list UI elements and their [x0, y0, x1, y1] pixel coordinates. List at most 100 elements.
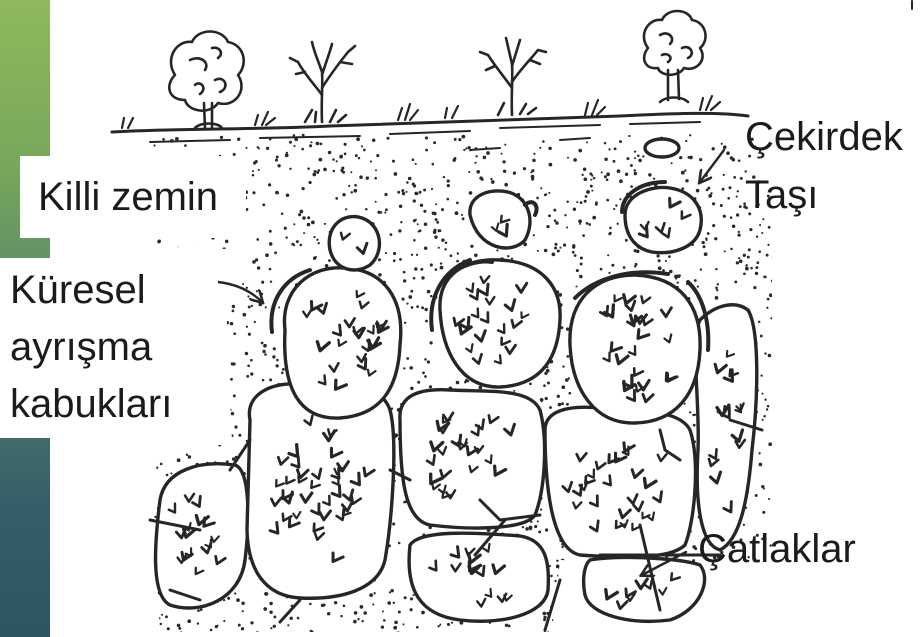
soil-dot: [769, 610, 771, 612]
soil-dot: [260, 292, 263, 295]
soil-dot: [736, 196, 738, 198]
soil-dot: [186, 454, 189, 457]
soil-dot: [700, 616, 702, 618]
soil-dot: [628, 135, 630, 137]
soil-dot: [766, 254, 769, 257]
soil-dot: [554, 243, 557, 246]
soil-dot: [455, 211, 459, 215]
soil-dot: [390, 233, 393, 236]
soil-dot: [206, 442, 210, 446]
soil-dot: [737, 190, 739, 192]
soil-dot: [162, 138, 165, 141]
soil-dot: [146, 542, 149, 545]
soil-dot: [270, 627, 272, 629]
cracks-label-text: Çatlaklar: [698, 520, 856, 578]
soil-dot: [773, 447, 777, 451]
soil-dot: [261, 342, 264, 345]
soil-dot: [382, 610, 384, 612]
soil-dot: [401, 189, 404, 192]
soil-dot: [774, 411, 777, 414]
soil-dot: [608, 272, 610, 274]
soil-dot: [269, 602, 272, 605]
soil-dot: [758, 321, 760, 323]
soil-dot: [302, 134, 305, 137]
soil-dot: [773, 447, 776, 450]
soil-dot: [540, 187, 542, 189]
soil-dot: [344, 153, 347, 156]
soil-dot: [356, 137, 360, 141]
tree-branches: [480, 38, 546, 88]
soil-dot: [523, 167, 526, 170]
soil-dot: [170, 452, 172, 454]
soil-dot: [775, 271, 779, 275]
soil-dot: [380, 211, 383, 214]
soil-dot: [228, 278, 232, 282]
soil-dot: [733, 589, 736, 592]
soil-dot: [540, 508, 542, 510]
soil-dot: [246, 326, 248, 328]
soil-dot: [592, 216, 596, 220]
soil-dot: [398, 542, 401, 545]
soil-dot: [579, 223, 581, 225]
soil-dot: [256, 146, 258, 148]
soil-dot: [277, 164, 280, 167]
soil-dot: [234, 425, 237, 428]
soil-dot: [503, 170, 506, 173]
soil-dot: [635, 263, 638, 266]
soil-dot: [617, 223, 619, 225]
boulder-left-cap: [329, 217, 379, 270]
boulder-middle-cap: [470, 191, 530, 248]
soil-dot: [548, 147, 551, 150]
soil-dot: [659, 629, 662, 632]
soil-dot: [161, 614, 163, 616]
soil-dot: [232, 362, 235, 365]
soil-dot: [323, 168, 327, 172]
soil-dot: [158, 240, 161, 243]
soil-dot: [245, 352, 249, 356]
soil-dot: [700, 622, 703, 625]
soil-dot: [739, 582, 742, 585]
soil-dot: [265, 253, 269, 257]
soil-dot: [429, 385, 432, 388]
soil-dot: [393, 252, 396, 255]
soil-dot: [354, 611, 358, 615]
soil-dot: [403, 271, 406, 274]
soil-dot: [736, 261, 739, 264]
soil-dot: [143, 461, 147, 465]
soil-dot: [625, 173, 628, 176]
spheroidal-shells-line-2: ayrışma: [10, 319, 218, 376]
soil-dot: [393, 602, 395, 604]
soil-dot: [586, 222, 589, 225]
ground-hatching: [150, 122, 700, 150]
soil-dot: [269, 242, 273, 246]
soil-dot: [511, 633, 513, 635]
soil-dot: [256, 290, 258, 292]
soil-dot: [525, 527, 529, 531]
soil-dot: [328, 151, 332, 155]
soil-dot: [328, 259, 331, 262]
soil-dot: [300, 244, 303, 247]
soil-dot: [289, 632, 292, 635]
soil-dot: [715, 268, 717, 270]
soil-dot: [730, 216, 733, 219]
soil-dot: [187, 619, 191, 623]
soil-dot: [723, 174, 725, 176]
soil-dot: [690, 621, 693, 624]
soil-dot: [417, 223, 419, 225]
soil-dot: [324, 223, 326, 225]
soil-dot: [419, 191, 422, 194]
soil-dot: [277, 192, 279, 194]
soil-dot: [581, 174, 583, 176]
core-stone-label: Çekirdek Taşı: [745, 108, 903, 224]
soil-dot: [384, 212, 386, 214]
soil-dot: [658, 259, 661, 262]
soil-dot: [301, 187, 304, 190]
soil-dot: [779, 632, 781, 634]
soil-dot: [256, 631, 260, 635]
soil-dot: [170, 472, 172, 474]
soil-dot: [344, 143, 347, 146]
soil-dot: [409, 366, 413, 370]
soil-dot: [413, 199, 416, 202]
soil-dot: [614, 147, 617, 150]
soil-dot: [774, 262, 777, 265]
